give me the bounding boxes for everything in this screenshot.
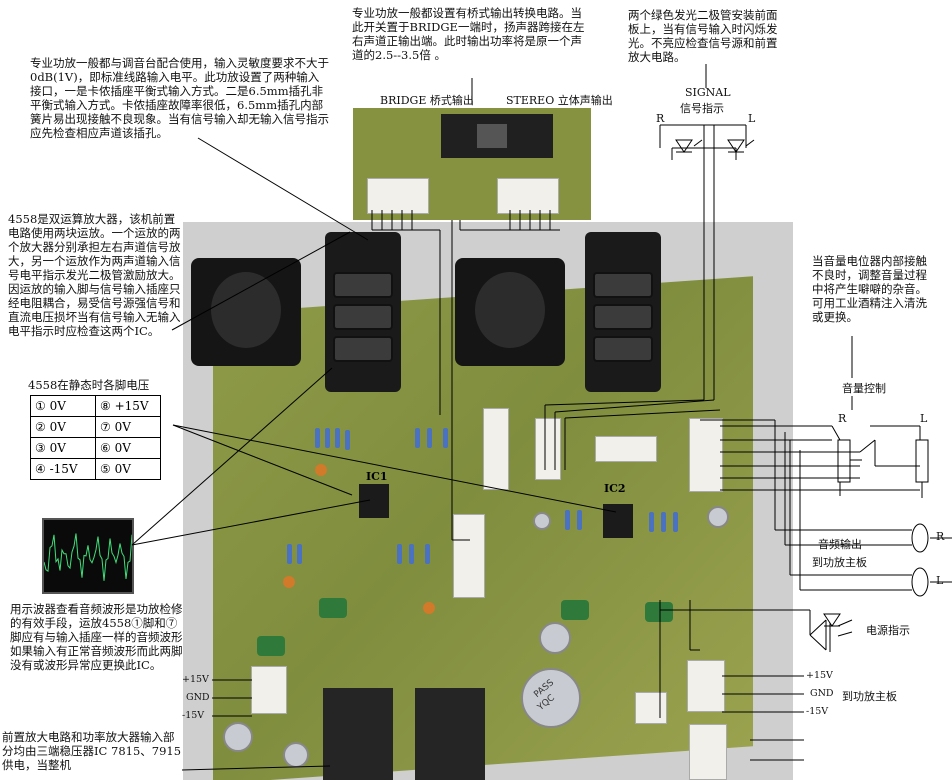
power-connector-right (687, 660, 725, 712)
filter-capacitor: PASS YQC (521, 668, 581, 728)
ic2-chip (603, 504, 633, 538)
xlr-input-right (455, 258, 565, 366)
pin-voltage: +15V (114, 399, 149, 413)
pin-number: ⑦ (100, 420, 111, 434)
pot-r-label: R (838, 412, 847, 425)
oscilloscope-image (42, 518, 134, 594)
regulator-note: 前置放大电路和功率放大器输入部分均由三端稳压器IC 7815、7915 供电，当… (2, 730, 182, 772)
input-note: 专业功放一般都与调音台配合使用，输入灵敏度要求不大于0dB(1V)，即标准线路输… (30, 56, 329, 140)
signal-cn-label: 信号指示 (680, 102, 724, 115)
bridge-output-label: BRIDGE 桥式输出 (380, 94, 474, 107)
ic2-label: IC2 (604, 482, 626, 495)
regulator-heatsink-2 (415, 688, 485, 780)
pin-voltage-cell: ⑥ 0V (95, 437, 161, 459)
pin-voltage-cell: ⑧ +15V (95, 395, 161, 417)
pin-number: ⑥ (100, 441, 111, 455)
pin-number: ④ (35, 462, 46, 476)
right-minus15-label: -15V (806, 706, 829, 717)
pin-voltage: 0V (114, 420, 131, 434)
pin-number: ② (35, 420, 46, 434)
audio-out-label-1: 音频输出 (818, 538, 862, 551)
power-indicator-label: 电源指示 (866, 624, 910, 637)
pin-number: ③ (35, 441, 46, 455)
pin-voltage: 0V (49, 441, 66, 455)
pin-voltage: -15V (49, 462, 78, 476)
connector-4 (453, 514, 485, 598)
pin-voltage: 0V (49, 399, 66, 413)
bridge-switch-board (353, 108, 591, 220)
pin-voltage: 0V (114, 441, 131, 455)
pin-voltage-cell: ⑦ 0V (95, 416, 161, 438)
connector-1 (483, 408, 509, 490)
pin-voltage: 0V (114, 462, 131, 476)
led-r-label: R (656, 112, 665, 125)
regulator-heatsink-1 (323, 688, 393, 780)
connector-3 (595, 436, 657, 462)
output-connector (689, 724, 727, 780)
preamp-board-photo: PASS YQC (183, 222, 793, 780)
right-gnd-label: GND (810, 688, 834, 699)
power-connector-left (251, 666, 287, 714)
left-gnd-label: GND (186, 692, 210, 703)
left-minus15-label: -15V (182, 710, 205, 721)
pin-voltage-cell: ③ 0V (30, 437, 96, 459)
ic-note: 4558是双运算放大器，该机前置电路使用两块运放。一个运放的两个放大器分别承担左… (8, 212, 181, 338)
pin-voltage-cell: ④ -15V (30, 458, 96, 480)
pin-voltage-cell: ① 0V (30, 395, 96, 417)
pin-voltage-cell: ⑤ 0V (95, 458, 161, 480)
connector-left (367, 178, 429, 214)
pin-voltage: 0V (49, 420, 66, 434)
pin-number: ⑧ (100, 399, 111, 413)
bridge-note: 专业功放一般都设置有桥式输出转换电路。当此开关置于BRIDGE一端时，扬声器跨接… (352, 6, 585, 62)
led-r-icon (675, 139, 693, 153)
left-plus15-label: +15V (182, 674, 209, 685)
bridge-stereo-switch (441, 114, 553, 158)
jack-input-right (585, 232, 661, 392)
to-main-board-label: 到功放主板 (842, 690, 897, 703)
pin-table-title: 4558在静态时各脚电压 (28, 378, 150, 392)
pin-number: ⑤ (100, 462, 111, 476)
connector-right (497, 178, 559, 214)
xlr-input-left (191, 258, 301, 366)
scope-waveform (43, 533, 133, 581)
led-l-label: L (748, 112, 756, 125)
led-l-icon (727, 139, 745, 153)
jack-input-left (325, 232, 401, 392)
audio-out-r-label: R (936, 530, 945, 543)
pin-voltage-cell: ② 0V (30, 416, 96, 438)
ic1-label: IC1 (366, 470, 388, 483)
audio-out-l-label: L (936, 574, 944, 587)
pin-number: ① (35, 399, 46, 413)
scope-note: 用示波器查看音频波形是功放检修的有效手段，运放4558①脚和⑦脚应有与输入插座一… (10, 602, 183, 672)
audio-out-label-2: 到功放主板 (812, 556, 867, 569)
connector-2 (535, 418, 561, 480)
led-connector (635, 692, 667, 724)
volume-control-label: 音量控制 (842, 382, 886, 395)
connector-volume (689, 418, 723, 492)
right-plus15-label: +15V (806, 670, 833, 681)
pot-l-label: L (920, 412, 928, 425)
led-note: 两个绿色发光二极管安装前面板上，当有信号输入时闪烁发光。不亮应检查信号源和前置放… (628, 8, 778, 64)
stereo-output-label: STEREO 立体声输出 (506, 94, 613, 107)
signal-en-label: SIGNAL (685, 86, 731, 99)
volume-note: 当音量电位器内部接触不良时，调整音量过程中将产生噼噼的杂音。可用工业酒精注入清洗… (812, 254, 927, 324)
